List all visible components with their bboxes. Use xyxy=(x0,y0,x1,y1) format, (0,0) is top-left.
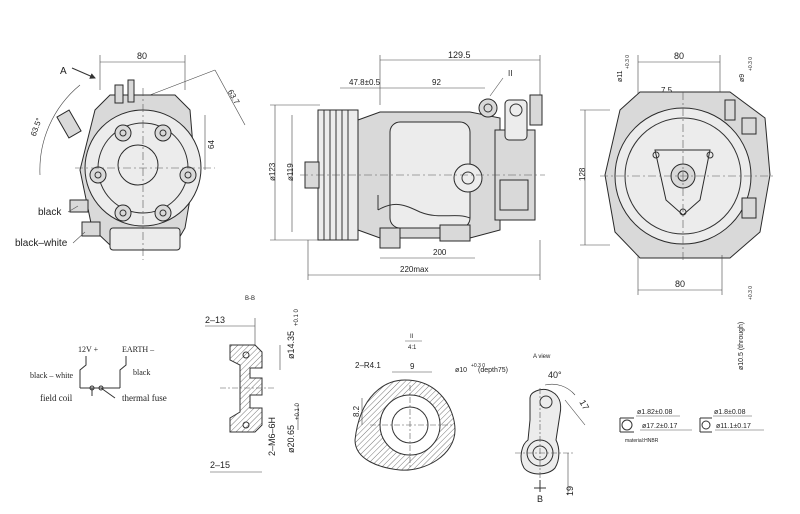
rear-dim-hole-left: ø11 xyxy=(617,70,624,82)
detail-title: II xyxy=(410,334,414,340)
section-dim-2-13: 2–13 xyxy=(205,315,225,325)
front-dim-angle-right: 63.7 xyxy=(226,88,242,106)
section-dim-d14: ø14.35 xyxy=(286,331,296,359)
front-dim-height: 64 xyxy=(207,140,216,149)
rear-dim-top: 80 xyxy=(674,51,684,61)
rear-dim-hole-right-tol: +0.3 0 xyxy=(748,57,754,71)
a-view-dim-angle: 40° xyxy=(548,370,562,380)
section-dim-2-15: 2–15 xyxy=(210,460,230,470)
wiring-label-black: black xyxy=(133,368,150,377)
wiring-diagram: 12V + EARTH – black – white black field … xyxy=(30,345,167,403)
section-dim-d14-tol: +0.1 0 xyxy=(294,308,300,326)
wiring-label-12v: 12V + xyxy=(78,345,99,354)
section-dim-d20: ø20.65 xyxy=(286,425,296,453)
rear-dim-through: ø10.5 (through) xyxy=(738,322,745,370)
detail-dim-d10-tol: +0.3 0 xyxy=(471,363,485,369)
rear-dim-7-5: 7.5 xyxy=(661,86,673,95)
rear-dim-bottom: 80 xyxy=(675,279,685,289)
front-label-black-white: black–white xyxy=(15,238,68,249)
a-view-section-mark: B xyxy=(537,494,543,504)
detail-dim-d10: ø10 xyxy=(455,367,467,374)
wiring-label-earth: EARTH – xyxy=(122,345,155,354)
rear-dim-128: 128 xyxy=(578,167,587,181)
front-dim-width: 80 xyxy=(137,51,147,61)
a-view-dim-17: 17 xyxy=(577,398,591,412)
a-view-title: A view xyxy=(533,354,551,360)
detail-ii: II 4:1 2–R4.1 9 ø10 +0.3 0 (depth75) 8.2 xyxy=(352,334,508,471)
o-rings: ø1.82±0.08 ø17.2±0.17 ø1.8±0.08 ø11.1±0.… xyxy=(619,409,764,444)
rear-view: 80 ø11 +0.3 0 7.5 ø9 +0.3 0 128 8 xyxy=(578,51,775,370)
detail-dim-9: 9 xyxy=(410,362,415,371)
side-dim-200: 200 xyxy=(433,248,447,257)
detail-scale: 4:1 xyxy=(408,345,417,351)
detail-dim-r: 2–R4.1 xyxy=(355,361,381,370)
a-view: A view 40° 17 19 B xyxy=(515,354,591,504)
oring-left-d2: ø17.2±0.17 xyxy=(642,423,677,430)
side-dim-d119: ø119 xyxy=(286,163,295,181)
rear-dim-hole-left-tol: +0.3 0 xyxy=(625,55,631,69)
section-bb: B-B 2–13 ø14.35 +0.1 0 2–M6–6H ø20.65 +0… xyxy=(205,296,301,473)
oring-left-d1: ø1.82±0.08 xyxy=(637,409,672,416)
wiring-label-field-coil: field coil xyxy=(40,393,73,403)
side-dim-top: 129.5 xyxy=(448,50,471,60)
section-dim-d20-tol: +0.1 0 xyxy=(295,402,301,420)
wiring-label-thermal-fuse: thermal fuse xyxy=(122,393,167,403)
rear-dim-hole-right: ø9 xyxy=(739,74,746,82)
side-dim-d123: ø123 xyxy=(268,162,277,181)
side-dim-offset: 47.8±0.5 xyxy=(349,78,381,87)
front-label-black: black xyxy=(38,207,62,218)
oring-right-d2: ø11.1±0.17 xyxy=(716,423,751,430)
front-view: 80 63.5° 63.7 A 64 xyxy=(15,51,246,260)
detail-dim-depth: (depth75) xyxy=(478,367,508,374)
side-detail-ref: II xyxy=(508,69,512,78)
front-arrow-label: A xyxy=(60,66,67,77)
rear-dim-through-tol: +0.3 0 xyxy=(748,286,754,300)
wiring-label-black-white: black – white xyxy=(30,371,74,380)
section-dim-thread: 2–M6–6H xyxy=(267,417,277,456)
side-view: 129.5 47.8±0.5 92 II ø123 ø119 xyxy=(268,50,545,280)
section-bb-title: B-B xyxy=(245,296,255,302)
detail-dim-8-2: 8.2 xyxy=(352,405,361,417)
oring-material: material:HNBR xyxy=(625,438,659,444)
side-dim-220: 220max xyxy=(400,265,428,274)
a-view-dim-19: 19 xyxy=(565,486,575,496)
front-dim-angle-left: 63.5° xyxy=(29,117,44,138)
side-dim-92: 92 xyxy=(432,78,441,87)
oring-right-d1: ø1.8±0.08 xyxy=(714,409,746,416)
